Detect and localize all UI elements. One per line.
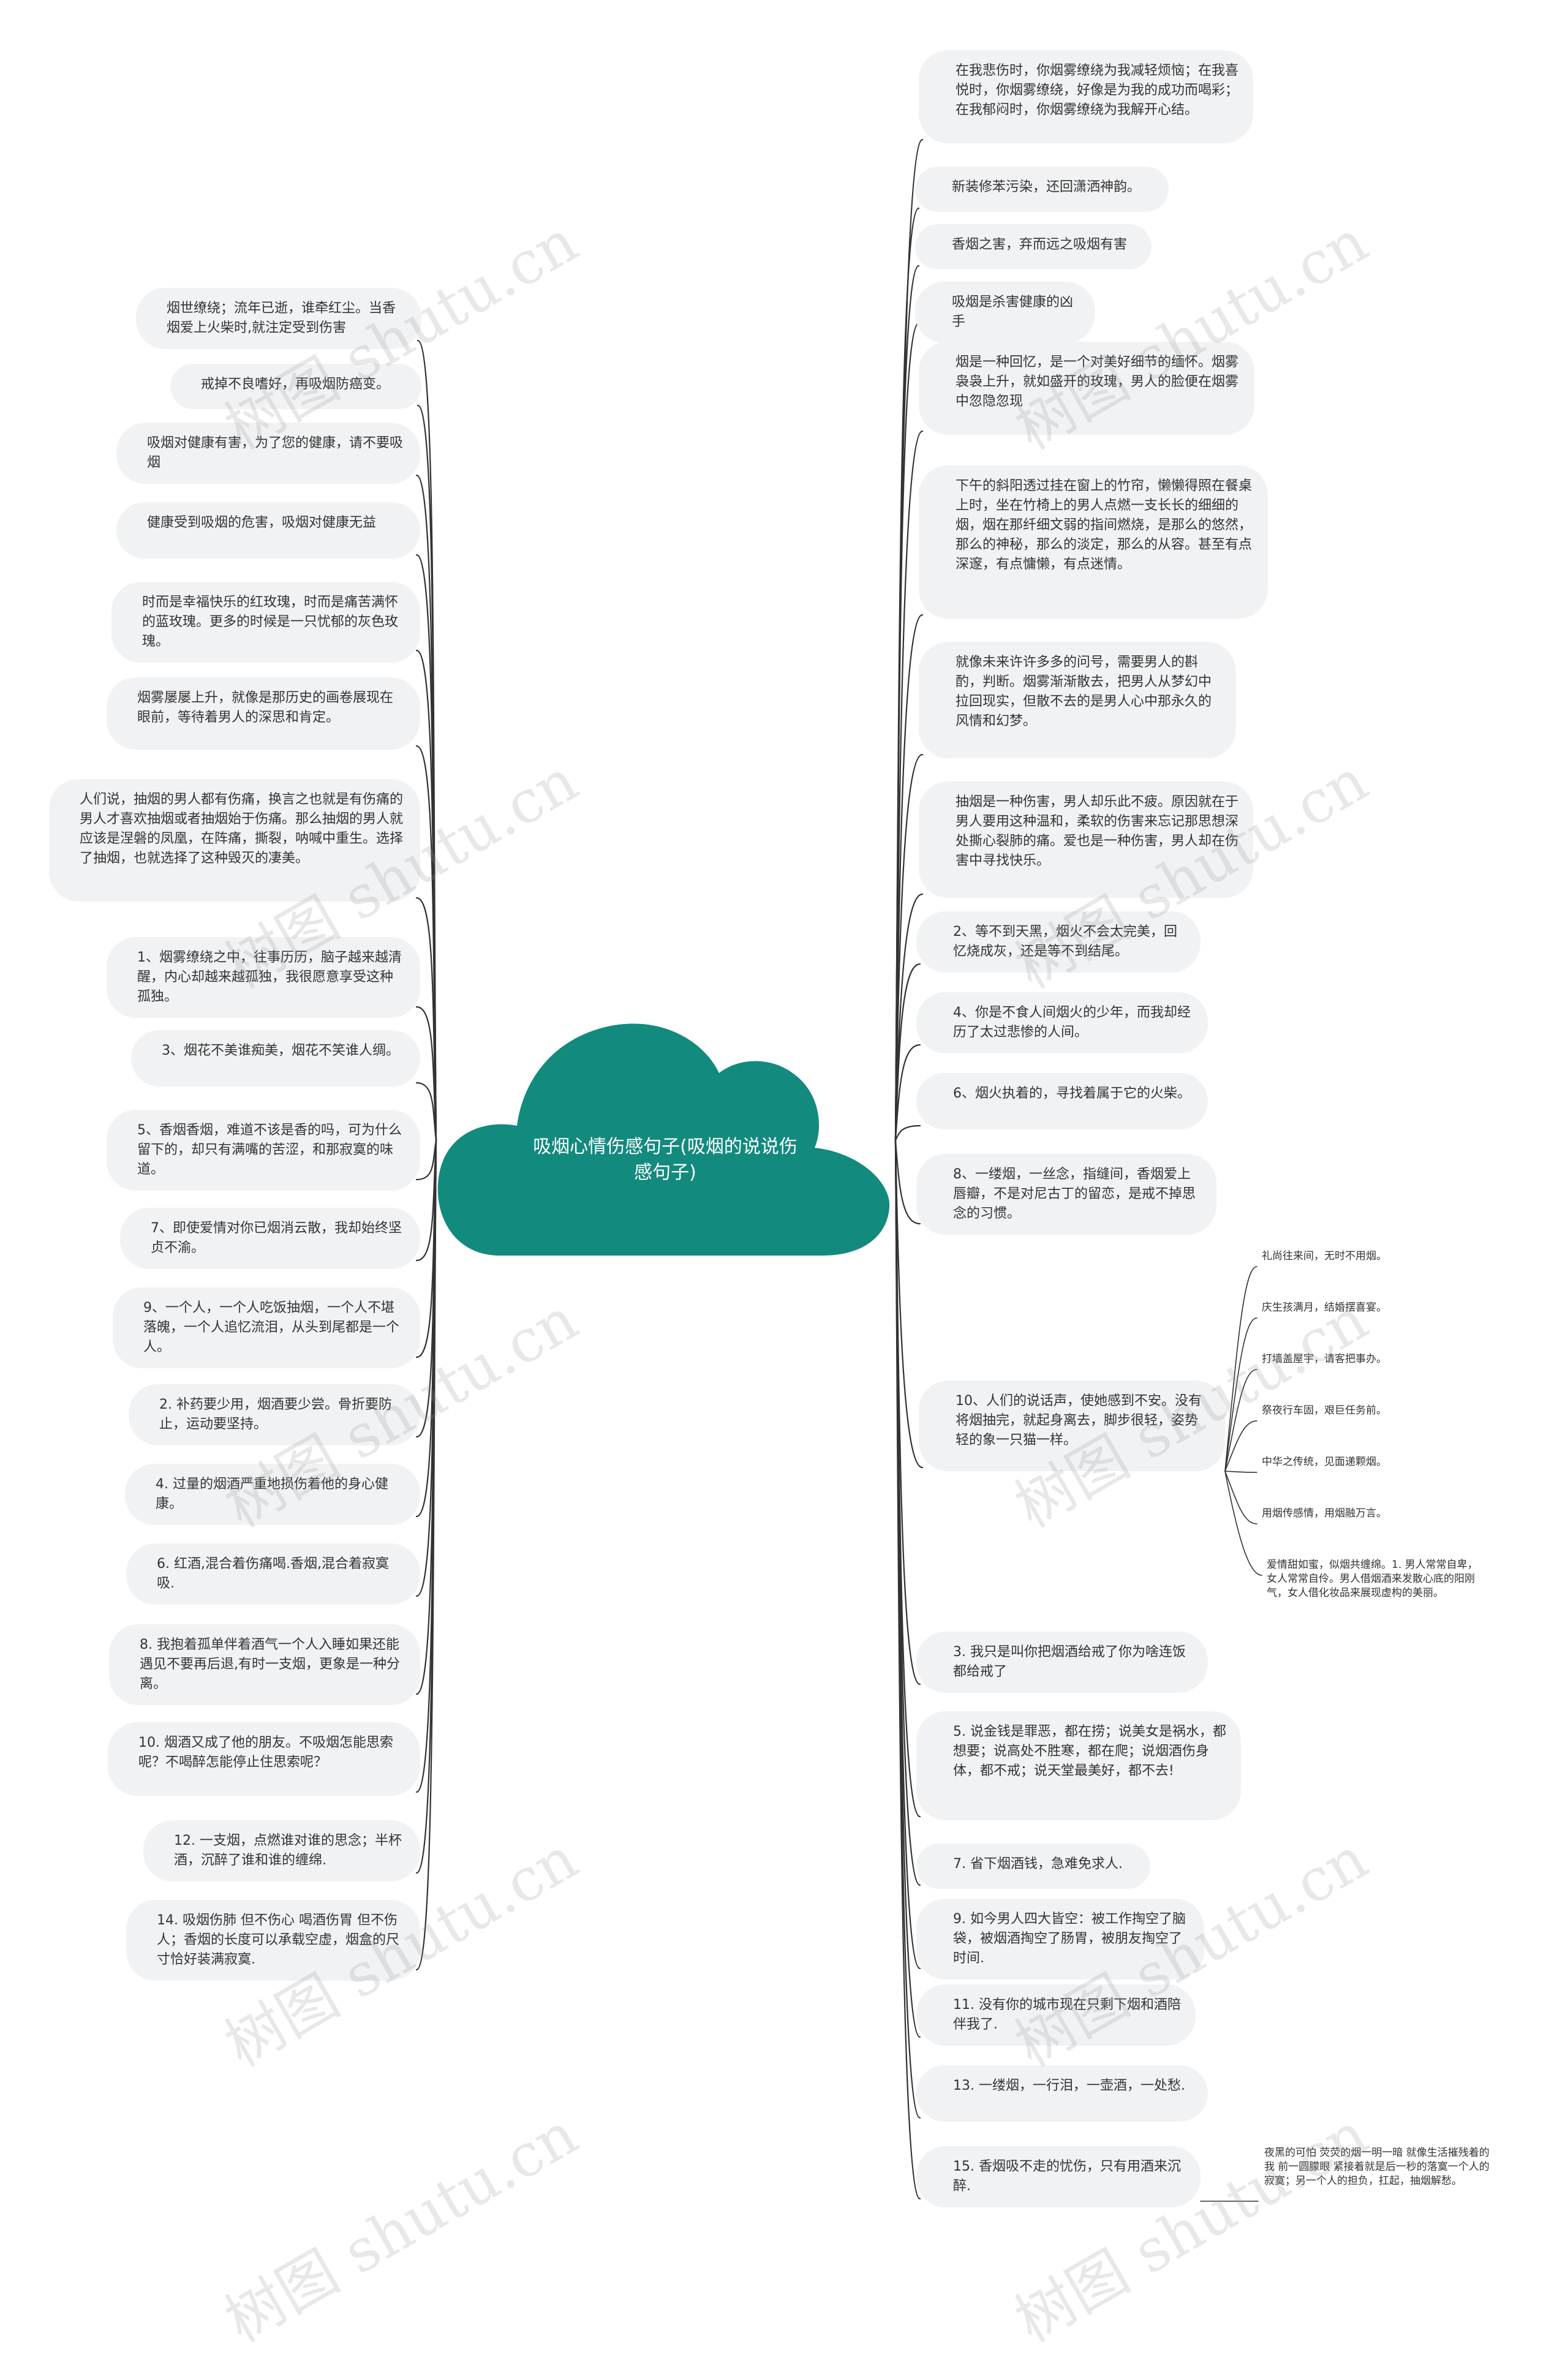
left-topic-node[interactable]: 10. 烟酒又成了他的朋友。不吸烟怎能思索呢？不喝醉怎能停止住思索呢？ xyxy=(108,1722,420,1796)
right-topic-node[interactable]: 15. 香烟吸不走的忧伤，只有用酒来沉醉. xyxy=(916,2146,1200,2207)
right-topic-node[interactable]: 13. 一缕烟，一行泪，一壶酒，一处愁. xyxy=(916,2065,1208,2122)
center-cloud xyxy=(437,1023,890,1256)
connector-line xyxy=(1224,1369,1257,1472)
right-topic-node[interactable]: 新装修苯污染，还回潇洒神韵。 xyxy=(915,167,1169,212)
connector-line xyxy=(415,1139,437,1971)
sub-topic-node[interactable]: 用烟传感情，用烟融万言。 xyxy=(1262,1507,1387,1520)
connector-line xyxy=(894,1139,921,1225)
left-topic-node[interactable]: 1、烟雾缭绕之中，往事历历，脑子越来越清醒，内心却越来越孤独，我很愿意享受这种孤… xyxy=(107,937,420,1018)
connector-line xyxy=(894,1044,921,1142)
left-topic-node[interactable]: 2. 补药要少用，烟酒要少尝。骨折要防止，运动要坚持。 xyxy=(129,1384,420,1445)
connector-line xyxy=(1224,1420,1257,1472)
right-topic-node[interactable]: 香烟之害，弃而远之吸烟有害 xyxy=(915,224,1152,269)
left-topic-node[interactable]: 吸烟对健康有害，为了您的健康，请不要吸烟 xyxy=(116,423,420,484)
left-topic-node[interactable]: 6. 红酒,混合着伤痛喝.香烟,混合着寂寞吸. xyxy=(126,1543,420,1605)
right-topic-node[interactable]: 5. 说金钱是罪恶，都在捞；说美女是祸水，都想要；说高处不胜寒，都在爬；说烟酒伤… xyxy=(916,1711,1241,1820)
right-topic-node[interactable]: 8、一缕烟，一丝念，指缝间，香烟爱上唇瓣，不是对尼古丁的留恋，是戒不掉思念的习惯… xyxy=(916,1154,1216,1235)
cloud-shape xyxy=(437,1023,890,1256)
connector-line xyxy=(1224,1471,1257,1473)
left-topic-node[interactable]: 时而是幸福快乐的红玫瑰，时而是痛苦满怀的蓝玫瑰。更多的时候是一只忧郁的灰色玫瑰。 xyxy=(111,582,420,663)
connector-line xyxy=(894,1139,921,2200)
connector-lines xyxy=(415,138,1262,2202)
connector-line xyxy=(415,897,437,1142)
right-topic-node[interactable]: 就像未来许许多多的问号，需要男人的斟酌，判断。烟雾渐渐散去，把男人从梦幻中拉回现… xyxy=(919,642,1236,758)
tail-note-node[interactable]: 夜黑的可怕 荧荧的烟一明一暗 就像生活摧残着的我 前一圆朦眼 紧接着就是后一秒的… xyxy=(1264,2147,1490,2187)
connector-line xyxy=(894,1139,924,1469)
left-topic-node[interactable]: 8. 我抱着孤单伴着酒气一个人入睡如果还能遇见不要再后退,有时一支烟，更象是一种… xyxy=(109,1624,420,1705)
right-topic-node[interactable]: 2、等不到天黑，烟火不会太完美，回忆烧成灰，还是等不到结尾。 xyxy=(916,911,1200,973)
right-topic-node[interactable]: 烟是一种回忆，是一个对美好细节的缅怀。烟雾袅袅上升，就如盛开的玫瑰，男人的脸便在… xyxy=(919,342,1254,435)
connector-line xyxy=(894,753,924,1142)
right-topic-node[interactable]: 6、烟火执着的，寻找着属于它的火柴。 xyxy=(916,1073,1208,1129)
right-topic-node[interactable]: 抽烟是一种伤害，男人却乐此不疲。原因就在于男人要用这种温和，柔软的伤害来忘记那思… xyxy=(919,782,1253,898)
connector-line xyxy=(415,1006,437,1142)
sub-topic-node[interactable]: 爱情甜如蜜，似烟共缠绵。1. 男人常常自卑，女人常常自伶。男人借烟酒来发散心底的… xyxy=(1267,1559,1478,1599)
left-topic-node[interactable]: 戒掉不良嗜好，再吸烟防癌变。 xyxy=(170,364,421,409)
sub-topic-node[interactable]: 礼尚往来间，无时不用烟。 xyxy=(1262,1250,1387,1262)
left-topic-node[interactable]: 健康受到吸烟的危害，吸烟对健康无益 xyxy=(116,502,420,559)
left-topic-node[interactable]: 4. 过量的烟酒严重地损伤着他的身心健康。 xyxy=(125,1464,420,1525)
right-topic-node[interactable]: 11. 没有你的城市现在只剩下烟和酒陪伴我了. xyxy=(916,1984,1196,2046)
connector-line xyxy=(894,1124,921,1142)
left-topic-node[interactable]: 5、香烟香烟，难道不该是香的吗，可为什么留下的，却只有满嘴的苦涩，和那寂寞的味道… xyxy=(107,1110,420,1191)
connector-line xyxy=(1224,1471,1257,1524)
left-topic-node[interactable]: 12. 一支烟，点燃谁对谁的思念；半杯酒，沉醉了谁和谁的缠绵. xyxy=(143,1820,420,1882)
connector-line xyxy=(1224,1266,1257,1472)
right-topic-node[interactable]: 在我悲伤时，你烟雾缭绕为我减轻烦恼；在我喜悦时，你烟雾缭绕，好像是为我的成功而喝… xyxy=(919,50,1253,143)
sub-topic-node[interactable]: 打墙盖屋宇，请客把事办。 xyxy=(1262,1353,1387,1365)
connector-line xyxy=(1224,1317,1257,1472)
connector-line xyxy=(894,614,924,1142)
sub-topic-node[interactable]: 庆生孩满月，结婚摆喜宴。 xyxy=(1262,1301,1387,1314)
center-topic[interactable]: 吸烟心情伤感句子(吸烟的说说伤感句子) xyxy=(533,1136,797,1183)
connector-line xyxy=(415,1082,437,1142)
sub-topic-node[interactable]: 中华之传统，见面递颗烟。 xyxy=(1262,1456,1387,1468)
right-topic-node[interactable]: 3. 我只是叫你把烟酒给戒了你为啥连饭都给戒了 xyxy=(916,1632,1208,1693)
connector-line xyxy=(894,963,921,1142)
right-topic-node[interactable]: 吸烟是杀害健康的凶手 xyxy=(915,282,1095,343)
connector-line xyxy=(894,430,924,1142)
connector-line xyxy=(1224,1471,1262,1576)
right-topic-node[interactable]: 下午的斜阳透过挂在窗上的竹帘，懒懒得照在餐桌上时，坐在竹椅上的男人点燃一支长长的… xyxy=(919,465,1268,619)
left-topic-node[interactable]: 9、一个人，一个人吃饭抽烟，一个人不堪落魄，一个人追忆流泪，从头到尾都是一个人。 xyxy=(113,1287,420,1368)
mind-map: 吸烟心情伤感句子(吸烟的说说伤感句子) 烟世缭绕；流年已逝，谁牵红尘。当香烟爱上… xyxy=(49,50,1490,2356)
right-topic-node[interactable]: 9. 如今男人四大皆空：被工作掏空了脑袋，被烟酒掏空了肠胃，被朋友掏空了时间. xyxy=(916,1899,1204,1979)
right-topic-node[interactable]: 7. 省下烟酒钱，急难免求人. xyxy=(916,1844,1150,1889)
left-topic-node[interactable]: 7、即使爱情对你已烟消云散，我却始终坚贞不渝。 xyxy=(120,1208,420,1269)
left-topic-node[interactable]: 3、烟花不美谁痴美，烟花不笑谁人绸。 xyxy=(131,1030,420,1087)
left-topic-node[interactable]: 14. 吸烟伤肺 但不伤心 喝酒伤胃 但不伤人；香烟的长度可以承载空虚，烟盒的尺… xyxy=(126,1900,420,1981)
sub-topic-node[interactable]: 祭夜行车固，艰巨任务前。 xyxy=(1262,1404,1387,1417)
connector-line xyxy=(894,322,920,1142)
left-topic-node[interactable]: 人们说，抽烟的男人都有伤痛，换言之也就是有伤痛的男人才喜欢抽烟或者抽烟始于伤痛。… xyxy=(49,779,420,902)
left-topic-node[interactable]: 烟世缭绕；流年已逝，谁牵红尘。当香烟爱上火柴时,就注定受到伤害 xyxy=(136,288,421,349)
left-topic-node[interactable]: 烟雾屡屡上升，就像是那历史的画卷展现在眼前，等待着男人的深思和肯定。 xyxy=(107,677,420,750)
right-topic-node[interactable]: 10、人们的说话声，使她感到不安。没有将烟抽完，就起身离去，脚步很轻，姿势轻的象… xyxy=(919,1381,1225,1471)
right-topic-node[interactable]: 4、你是不食人间烟火的少年，而我却经历了太过悲惨的人间。 xyxy=(916,992,1208,1053)
